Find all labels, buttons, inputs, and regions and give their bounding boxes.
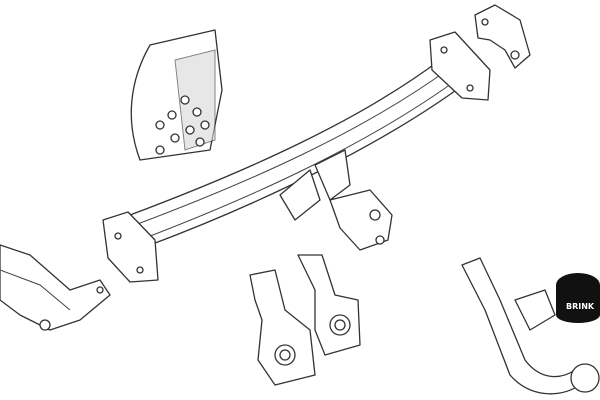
side-bracket-left <box>0 244 111 331</box>
tow-bar-crossbeam <box>102 31 491 283</box>
socket-bracket <box>329 189 393 251</box>
ball-neck <box>461 257 600 395</box>
fastener-kit-panel <box>130 29 223 161</box>
electrical-socket: BRINK <box>556 273 600 323</box>
brink-logo: BRINK <box>566 302 595 311</box>
socket-plates <box>249 254 361 386</box>
mounting-plate-top-right <box>474 4 531 69</box>
